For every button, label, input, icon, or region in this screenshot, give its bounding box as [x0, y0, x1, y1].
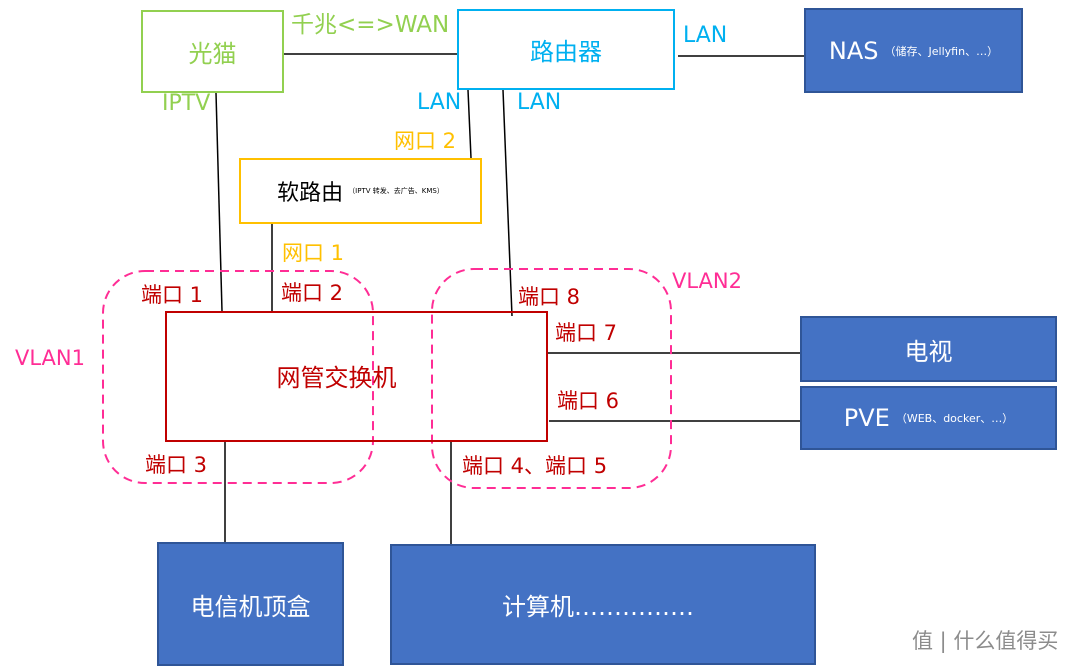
tv-label: 电视 — [904, 337, 953, 366]
port-2-label: 端口 2 — [281, 281, 344, 305]
port-1-label: 端口 1 — [141, 283, 204, 307]
vlan2-boundary — [431, 268, 672, 489]
router-lan-right-label: LAN — [683, 23, 728, 48]
nas-node[interactable]: NAS （储存、Jellyfin、…） — [804, 8, 1023, 93]
port-8-label: 端口 8 — [518, 285, 581, 309]
link-router-softrouter — [467, 89, 472, 159]
switch-node[interactable]: 网管交换机 — [165, 311, 548, 442]
net-port-2-label: 网口 2 — [394, 129, 457, 153]
watermark-text: 值 | 什么值得买 — [912, 629, 1059, 653]
port-7-label: 端口 7 — [555, 321, 618, 345]
computers-label: 计算机…………… — [502, 593, 694, 621]
soft-router-label: 软路由 — [277, 181, 344, 206]
soft-router-sublabel: （IPTV 转发、去广告、KMS） — [348, 187, 444, 195]
gigabit-wan-text: 千兆<=>WAN — [291, 12, 450, 38]
router-label: 路由器 — [530, 38, 602, 66]
modem-label: 光猫 — [188, 40, 237, 68]
pve-label: PVE — [843, 404, 890, 432]
watermark: 值 | 什么值得买 — [912, 631, 1058, 652]
gigabit-wan-label: 千兆<=>WAN — [291, 14, 449, 37]
vlan1-label: VLAN1 — [15, 346, 85, 370]
link-router-switch — [502, 89, 513, 317]
link-modem-switch — [215, 92, 223, 312]
port-6-label: 端口 6 — [557, 389, 620, 413]
pve-node[interactable]: PVE （WEB、docker、…） — [800, 386, 1057, 450]
vlan2-label: VLAN2 — [672, 269, 742, 293]
soft-router-node[interactable]: 软路由 （IPTV 转发、去广告、KMS） — [239, 158, 482, 224]
modem-node[interactable]: 光猫 — [141, 10, 284, 93]
port-4-5-label: 端口 4、端口 5 — [462, 454, 608, 478]
net-port-1-label: 网口 1 — [282, 241, 345, 265]
settop-node[interactable]: 电信机顶盒 — [157, 542, 344, 666]
tv-node[interactable]: 电视 — [800, 316, 1057, 382]
router-node[interactable]: 路由器 — [457, 9, 675, 90]
modem-iptv-label: IPTV — [162, 91, 211, 116]
settop-label: 电信机顶盒 — [190, 592, 311, 621]
vlan1-boundary — [102, 270, 374, 484]
nas-sublabel: （储存、Jellyfin、…） — [884, 44, 999, 58]
computers-node[interactable]: 计算机…………… — [390, 544, 816, 665]
switch-label: 网管交换机 — [276, 364, 397, 392]
port-3-label: 端口 3 — [145, 453, 208, 477]
router-lan-2-label: LAN — [517, 90, 562, 115]
router-lan-1-label: LAN — [417, 90, 462, 115]
pve-sublabel: （WEB、docker、…） — [895, 412, 1014, 425]
nas-label: NAS — [828, 36, 879, 65]
